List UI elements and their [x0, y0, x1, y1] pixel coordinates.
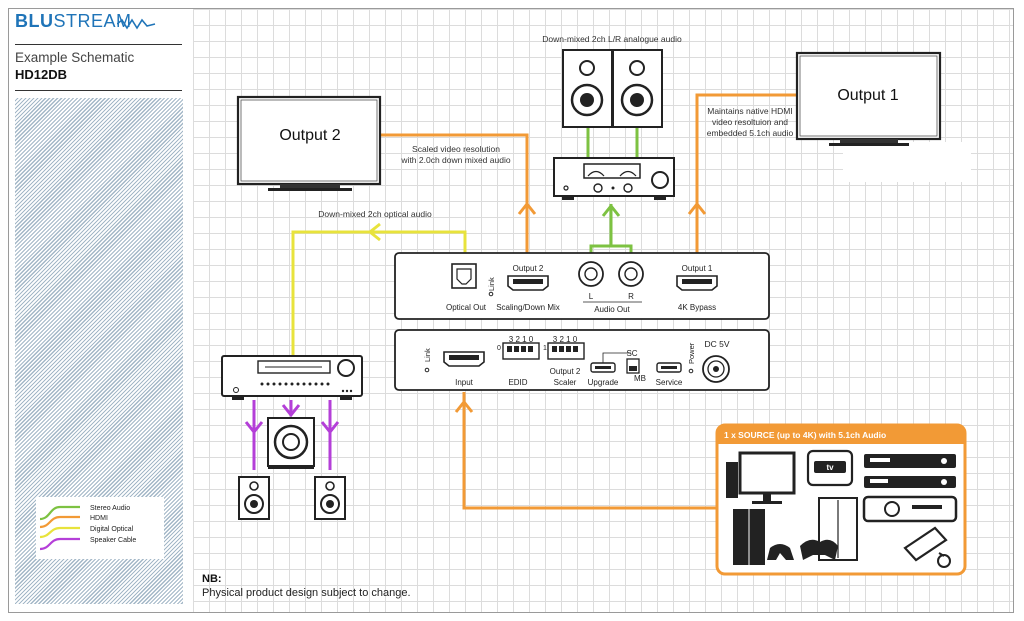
- mb-label: MB: [634, 374, 646, 383]
- model-name: HD12DB: [15, 67, 68, 82]
- edid-digits: 3 2 1 0: [509, 335, 534, 344]
- scaler-one: 1: [543, 345, 547, 352]
- apple-tv-icon: tv: [806, 449, 854, 487]
- output2-label: Output 2: [279, 127, 340, 144]
- subwoofer: [267, 417, 315, 469]
- optical-note: Down-mixed 2ch optical audio: [318, 209, 432, 219]
- hdmi-cable-output2: [380, 133, 529, 263]
- input-label: Input: [455, 378, 474, 387]
- rear-link-label: Link: [423, 348, 432, 362]
- rear-panel: Link Input 3 2 1 0 0 EDID 3 2 1 0 1 Outp…: [394, 329, 770, 391]
- optical-out-label: Optical Out: [446, 303, 487, 312]
- page-subtitle: Example Schematic: [15, 50, 135, 65]
- hdmi-cable-input: [462, 392, 718, 510]
- legend-label-optical: Digital Optical: [90, 526, 134, 533]
- bluray-player-icon: [864, 454, 956, 488]
- front-output2-label: Output 2: [513, 264, 544, 273]
- power-label: Power: [687, 342, 696, 364]
- cable-legend: Stereo Audio HDMI Digital Optical Speake…: [36, 497, 164, 559]
- upgrade-label: Upgrade: [588, 378, 619, 387]
- stereo-amplifier: [553, 157, 675, 200]
- front-output1-label: Output 1: [682, 264, 713, 273]
- native-note-line2: video resoltuion and: [712, 117, 788, 127]
- header-rule-top: [15, 44, 182, 45]
- scaled-note-line2: with 2.0ch down mixed audio: [400, 155, 510, 165]
- speaker-cables: [252, 400, 332, 470]
- optical-out-port: [451, 263, 477, 289]
- header-rule-bottom: [15, 90, 182, 91]
- downmix-analogue-note: Down-mixed 2ch L/R analogue audio: [542, 34, 682, 44]
- audio-l-jack: [578, 261, 604, 287]
- scaler-digits: 3 2 1 0: [553, 335, 578, 344]
- scaled-note-line1: Scaled video resolution: [412, 144, 500, 154]
- sc-label: SC: [626, 349, 637, 358]
- audio-l-label: L: [589, 292, 594, 301]
- output1-label: Output 1: [837, 87, 898, 104]
- legend-swatch-speaker: [39, 537, 80, 551]
- legend-swatch-optical: [39, 526, 80, 539]
- edid-zero: 0: [497, 345, 501, 352]
- playstation-icon: [733, 509, 794, 565]
- source-box: 1 x SOURCE (up to 4K) with 5.1ch Audio t…: [715, 423, 967, 576]
- legend-label-speaker: Speaker Cable: [90, 537, 136, 544]
- output2-tv: Output 2: [236, 95, 382, 191]
- legend-swatch-hdmi: [39, 515, 80, 529]
- audio-r-jack: [618, 261, 644, 287]
- speaker-link-cable: [586, 127, 639, 158]
- native-note-line1: Maintains native HDMI: [707, 106, 793, 116]
- surround-speaker-left: [238, 476, 270, 520]
- optical-cable: [291, 230, 467, 356]
- audio-r-label: R: [628, 292, 634, 301]
- wave-icon: [117, 18, 156, 30]
- bypass-label: 4K Bypass: [678, 303, 716, 312]
- service-label: Service: [656, 378, 683, 387]
- hdmi-cable-output1: [695, 93, 796, 263]
- edid-label: EDID: [508, 378, 527, 387]
- brand-logo: BLUSTREAM: [15, 11, 132, 31]
- page-frame: [8, 8, 1014, 613]
- legend-swatch-stereo: [39, 505, 80, 521]
- dvd-player-icon: [862, 495, 958, 523]
- security-camera-icon: [903, 526, 951, 568]
- scaling-label: Scaling/Down Mix: [496, 303, 560, 312]
- nb-note: Physical product design subject to chang…: [202, 587, 411, 599]
- svg-text:tv: tv: [826, 463, 834, 472]
- source-box-title: 1 x SOURCE (up to 4K) with 5.1ch Audio: [724, 430, 886, 440]
- output1-tv: Output 1: [795, 51, 942, 146]
- pc-monitor-icon: [726, 451, 796, 504]
- front-panel: Optical Out Link Output 2 Scaling/Down M…: [394, 252, 770, 320]
- scaler-label: Scaler: [554, 378, 577, 387]
- av-receiver: [221, 355, 363, 400]
- dc-label: DC 5V: [704, 339, 729, 349]
- legend-label-hdmi: HDMI: [90, 515, 108, 522]
- native-note-line3: embedded 5.1ch audio: [707, 128, 794, 138]
- audio-out-label: Audio Out: [594, 305, 630, 314]
- front-link-label: Link: [487, 277, 496, 291]
- stereo-speakers: [562, 49, 663, 128]
- legend-label-stereo: Stereo Audio: [90, 505, 130, 512]
- scaler-output2-label: Output 2: [550, 367, 581, 376]
- surround-speaker-right: [314, 476, 346, 520]
- nb-label: NB:: [202, 573, 222, 585]
- xbox-icon: [800, 497, 858, 561]
